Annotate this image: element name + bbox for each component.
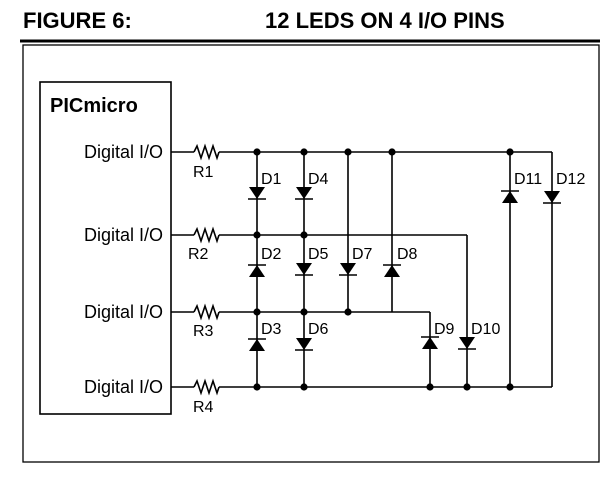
led-label-d12: D12 [556, 171, 585, 188]
figure-frame [22, 44, 600, 463]
figure-caption: 12 LEDS ON 4 I/O PINS [265, 8, 505, 33]
led-d4: D4 [295, 171, 329, 200]
led-label-d5: D5 [308, 246, 329, 263]
pin-label-1: Digital I/O [84, 142, 163, 162]
led-label-d8: D8 [397, 246, 418, 263]
led-d11: D11 [501, 171, 542, 203]
led-label-d9: D9 [434, 321, 455, 338]
junction-dots [253, 148, 514, 391]
led-d1: D1 [248, 171, 282, 200]
figure-number: FIGURE 6: [23, 8, 132, 33]
led-label-d7: D7 [352, 246, 373, 263]
led-d2: D2 [248, 246, 282, 277]
pin-label-3: Digital I/O [84, 302, 163, 322]
led-d9: D9 [421, 321, 455, 349]
resistor-r3: R3 [171, 303, 220, 340]
led-label-d6: D6 [308, 321, 329, 338]
resistor-label-r4: R4 [193, 399, 214, 416]
led-label-d11: D11 [514, 171, 542, 188]
led-label-d3: D3 [261, 321, 282, 338]
resistor-label-r3: R3 [193, 323, 214, 340]
resistor-label-r2: R2 [188, 246, 209, 263]
picmicro-block [39, 81, 172, 415]
led-label-d10: D10 [471, 321, 500, 338]
pin-label-2: Digital I/O [84, 225, 163, 245]
resistor-r1: R1 [171, 143, 220, 181]
led-label-d4: D4 [308, 171, 329, 188]
led-d8: D8 [383, 246, 418, 277]
chip-name: PICmicro [50, 95, 138, 117]
led-d6: D6 [295, 321, 329, 351]
led-d7: D7 [339, 246, 373, 276]
led-d10: D10 [458, 321, 500, 350]
led-label-d1: D1 [261, 171, 282, 188]
led-d5: D5 [295, 246, 329, 276]
resistor-label-r1: R1 [193, 164, 214, 181]
pin-label-4: Digital I/O [84, 377, 163, 397]
led-d3: D3 [248, 321, 282, 351]
led-d12: D12 [543, 171, 585, 204]
resistor-r4: R4 [171, 378, 220, 416]
led-label-d2: D2 [261, 246, 282, 263]
resistor-r2: R2 [171, 226, 220, 263]
